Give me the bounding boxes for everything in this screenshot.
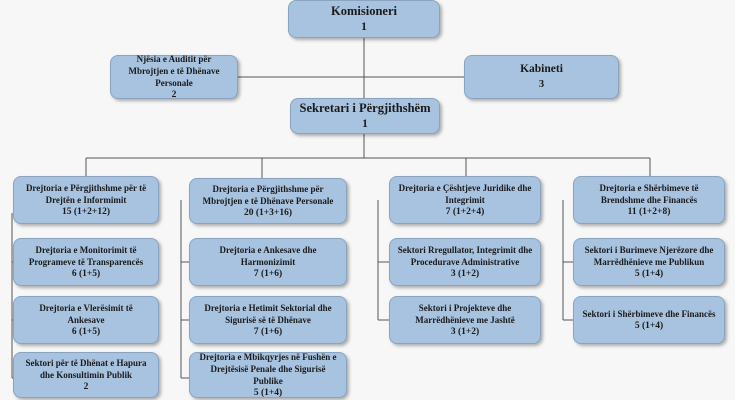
box-count: 7 (1+6) xyxy=(253,268,283,279)
box-count: 11 (1+2+8) xyxy=(627,206,671,217)
box-name: Drejtoria e Përgjithshme për të Drejtën … xyxy=(25,182,147,205)
box-count: 3 (1+2) xyxy=(450,268,480,279)
sector-box: Drejtoria e Ankesave dhe Harmonizimit 7 … xyxy=(189,238,347,286)
box-name: Sekretari i Përgjithshëm xyxy=(299,101,431,116)
box-name: Drejtoria e Hetimit Sektorial dhe Siguri… xyxy=(204,302,332,325)
box-name: Sektori për të Dhënat e Hapura dhe Konsu… xyxy=(25,357,147,380)
box-name: Komisioneri xyxy=(331,4,397,19)
sector-box: Sektori i Projekteve dhe Marrëdhënieve m… xyxy=(389,296,541,344)
box-name: Drejtoria e Mbikqyrjes në Fushën e Drejt… xyxy=(199,351,337,386)
box-name: Kabineti xyxy=(520,63,563,76)
box-count: 2 xyxy=(83,381,89,392)
box-count: 6 (1+5) xyxy=(71,326,101,337)
sector-box: Sektori Rregullator, Integrimit dhe Proc… xyxy=(389,238,541,286)
box-count: 7 (1+6) xyxy=(253,326,283,337)
box-count: 6 (1+5) xyxy=(71,268,101,279)
box-name: Drejtoria e Monitorimit të Programeve të… xyxy=(28,244,144,267)
sector-box: Sektori për të Dhënat e Hapura dhe Konsu… xyxy=(13,352,159,398)
cabinet-box: Kabineti 3 xyxy=(464,55,619,99)
box-name: Sektori i Shërbimeve dhe Financës xyxy=(582,308,716,319)
sector-box: Drejtoria e Hetimit Sektorial dhe Siguri… xyxy=(189,296,347,344)
box-count: 7 (1+2+4) xyxy=(445,206,485,217)
directorate-box: Drejtoria e Përgjithshme për Mbrojtjen e… xyxy=(189,178,347,224)
secretary-general-box: Sekretari i Përgjithshëm 1 xyxy=(290,98,440,134)
box-name: Drejtoria e Çështjeve Juridike dhe Integ… xyxy=(398,182,532,205)
sector-box: Drejtoria e Monitorimit të Programeve të… xyxy=(13,238,159,286)
box-count: 2 xyxy=(171,90,177,101)
box-name: Njësia e Auditit për Mbrojtjen e të Dhën… xyxy=(128,53,220,88)
box-count: 5 (1+4) xyxy=(634,268,664,279)
box-name: Drejtoria e Përgjithshme për Mbrojtjen e… xyxy=(202,183,334,206)
directorate-box: Drejtoria e Shërbimeve të Brendshme dhe … xyxy=(573,176,725,224)
box-count: 5 (1+4) xyxy=(634,320,664,331)
box-name: Drejtoria e Vlerësimit të Ankesave xyxy=(39,302,133,325)
audit-unit-box: Njësia e Auditit për Mbrojtjen e të Dhën… xyxy=(110,53,238,101)
box-count: 20 (1+3+16) xyxy=(243,207,293,218)
box-name: Sektori i Projekteve dhe Marrëdhënieve m… xyxy=(415,302,515,325)
commissioner-box: Komisioneri 1 xyxy=(288,0,440,38)
box-name: Sektori i Burimeve Njerëzore dhe Marrëdh… xyxy=(584,244,714,267)
box-count: 5 (1+4) xyxy=(253,388,283,399)
sector-box: Sektori i Burimeve Njerëzore dhe Marrëdh… xyxy=(573,238,725,286)
box-count: 15 (1+2+12) xyxy=(61,206,111,217)
sector-box: Drejtoria e Mbikqyrjes në Fushën e Drejt… xyxy=(189,352,347,398)
box-count: 3 (1+2) xyxy=(450,326,480,337)
box-name: Drejtoria e Shërbimeve të Brendshme dhe … xyxy=(599,182,699,205)
directorate-box: Drejtoria e Çështjeve Juridike dhe Integ… xyxy=(389,176,541,224)
sector-box: Drejtoria e Vlerësimit të Ankesave 6 (1+… xyxy=(13,296,159,344)
box-name: Sektori Rregullator, Integrimit dhe Proc… xyxy=(397,244,533,267)
box-count: 3 xyxy=(538,78,545,90)
directorate-box: Drejtoria e Përgjithshme për të Drejtën … xyxy=(13,176,159,224)
box-count: 1 xyxy=(361,20,367,33)
sector-box: Sektori i Shërbimeve dhe Financës 5 (1+4… xyxy=(573,296,725,344)
box-count: 1 xyxy=(362,117,368,130)
box-name: Drejtoria e Ankesave dhe Harmonizimit xyxy=(219,244,317,267)
